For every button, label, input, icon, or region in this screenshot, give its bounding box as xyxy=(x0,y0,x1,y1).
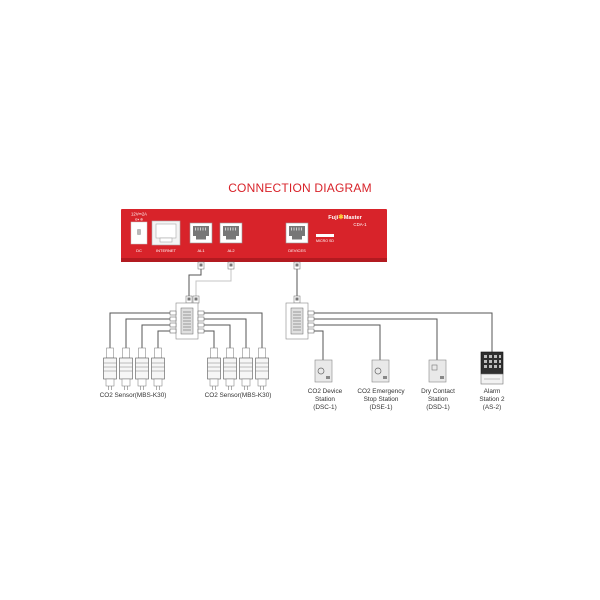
alarm-station-as2 xyxy=(480,351,504,385)
controller-body xyxy=(121,209,387,261)
co2-sensor-group-2-label: CO2 Sensor(MBS-K30) xyxy=(204,392,272,399)
device-station-dsc1 xyxy=(314,359,333,383)
as2-label-line: Station 2 xyxy=(479,396,505,403)
al1-plug xyxy=(197,261,205,270)
hub1-left-ports xyxy=(169,310,177,334)
al2-plug xyxy=(227,261,235,270)
devices-port-label: DEVICES xyxy=(288,248,306,253)
model-label: CDA-1 xyxy=(353,222,367,227)
hub1-input-plug-b xyxy=(192,295,200,304)
dry-contact-station-dsd1 xyxy=(428,359,447,383)
controller-unit: 12V⎓2A ⊖◐⊕ DC INTERNET AL1 AL2 xyxy=(121,209,387,262)
dsc1-label-line: CO2 Device xyxy=(307,388,343,395)
power-polarity-label: ⊖◐⊕ xyxy=(135,218,143,222)
dse1-label-line: CO2 Emergency xyxy=(357,388,405,395)
dsc1-label-line: Station xyxy=(315,396,335,403)
controller-base-edge xyxy=(121,258,387,262)
al2-cable xyxy=(195,262,232,300)
co2-sensor-group-1-label: CO2 Sensor(MBS-K30) xyxy=(99,392,167,399)
dsd1-label-line: Dry Contact xyxy=(421,388,455,395)
al2-port-label: AL2 xyxy=(227,248,235,253)
hub1-right-ports xyxy=(197,310,205,334)
co2-sensor xyxy=(223,347,237,391)
as2-label: Alarm Station 2 (AS-2) xyxy=(468,388,516,412)
hub1-input-plug-a xyxy=(185,295,193,304)
brand-logo: Fuji✱Master xyxy=(328,213,362,221)
controller-cables xyxy=(188,262,298,300)
co2-sensor xyxy=(151,347,165,391)
co2-sensor xyxy=(255,347,269,391)
micro-sd-label: MICRO SD xyxy=(316,239,334,243)
dsc1-label: CO2 Device Station (DSC-1) xyxy=(298,388,352,412)
co2-sensor-group-2 xyxy=(207,347,269,391)
hub1-right-cables xyxy=(198,312,263,348)
co2-sensor xyxy=(135,347,149,391)
al1-port-label: AL1 xyxy=(197,248,205,253)
al2-port xyxy=(219,222,243,244)
dc-port xyxy=(130,221,148,245)
dsc1-label-line: (DSC-1) xyxy=(313,404,337,411)
as2-label-line: Alarm xyxy=(483,388,501,395)
co2-sensor xyxy=(207,347,221,391)
devices-port xyxy=(285,222,309,244)
al1-port xyxy=(189,222,213,244)
hub2-ports xyxy=(307,310,315,334)
devices-plug xyxy=(293,261,301,270)
hub-2 xyxy=(285,302,309,340)
as2-label-line: (AS-2) xyxy=(482,404,502,411)
hub2-cables xyxy=(308,312,493,360)
dse1-label-line: Stop Station xyxy=(363,396,399,403)
diagram-title: CONNECTION DIAGRAM xyxy=(228,181,372,195)
emergency-stop-station-dse1 xyxy=(371,359,390,383)
hub-1 xyxy=(175,302,199,340)
dse1-label-line: (DSE-1) xyxy=(369,404,393,411)
internet-port-label: INTERNET xyxy=(156,248,177,253)
dsd1-label-line: (DSD-1) xyxy=(426,404,450,411)
hub1-left-cables xyxy=(109,312,176,348)
dsd1-label: Dry Contact Station (DSD-1) xyxy=(412,388,464,412)
co2-sensor xyxy=(239,347,253,391)
co2-sensor xyxy=(103,347,117,391)
power-rating-label: 12V⎓2A xyxy=(131,212,147,217)
dse1-label: CO2 Emergency Stop Station (DSE-1) xyxy=(352,388,410,412)
hub2-input-plug xyxy=(293,295,301,304)
internet-port xyxy=(151,220,181,246)
dc-port-label: DC xyxy=(136,248,142,253)
dsd1-label-line: Station xyxy=(428,396,448,403)
co2-sensor xyxy=(119,347,133,391)
co2-sensor-group-1 xyxy=(103,347,165,391)
micro-sd-slot xyxy=(316,234,334,237)
